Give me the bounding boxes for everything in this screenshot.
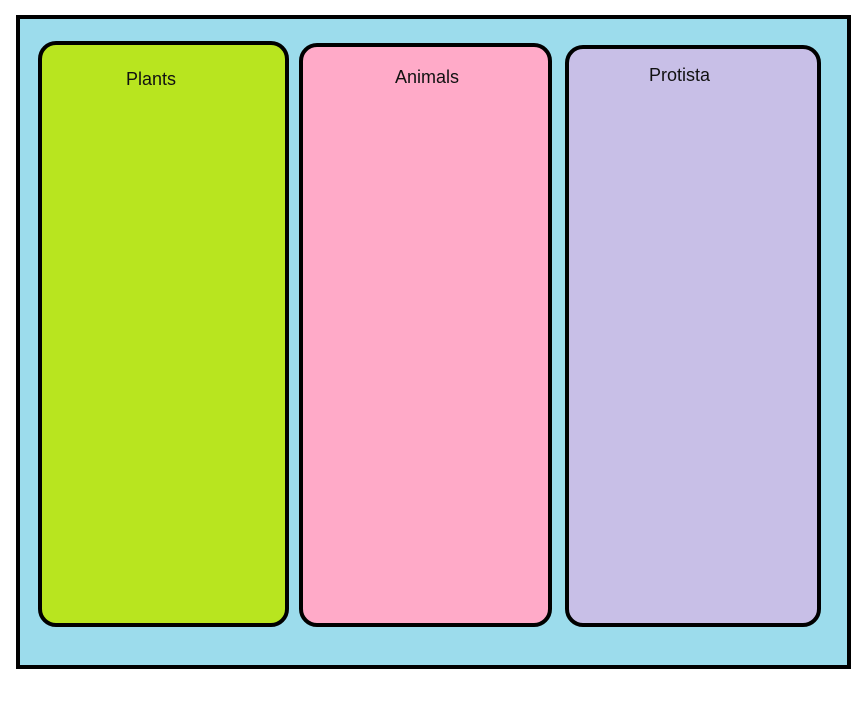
column-label-protista: Protista: [649, 65, 711, 85]
column-label-animals: Animals: [395, 67, 460, 87]
column-plants: Plants: [38, 41, 289, 627]
column-animals: Animals: [299, 43, 552, 627]
column-label-plants: Plants: [126, 69, 177, 89]
column-protista: Protista: [565, 45, 821, 627]
sorting-board: Plants Animals Protista: [16, 15, 851, 669]
